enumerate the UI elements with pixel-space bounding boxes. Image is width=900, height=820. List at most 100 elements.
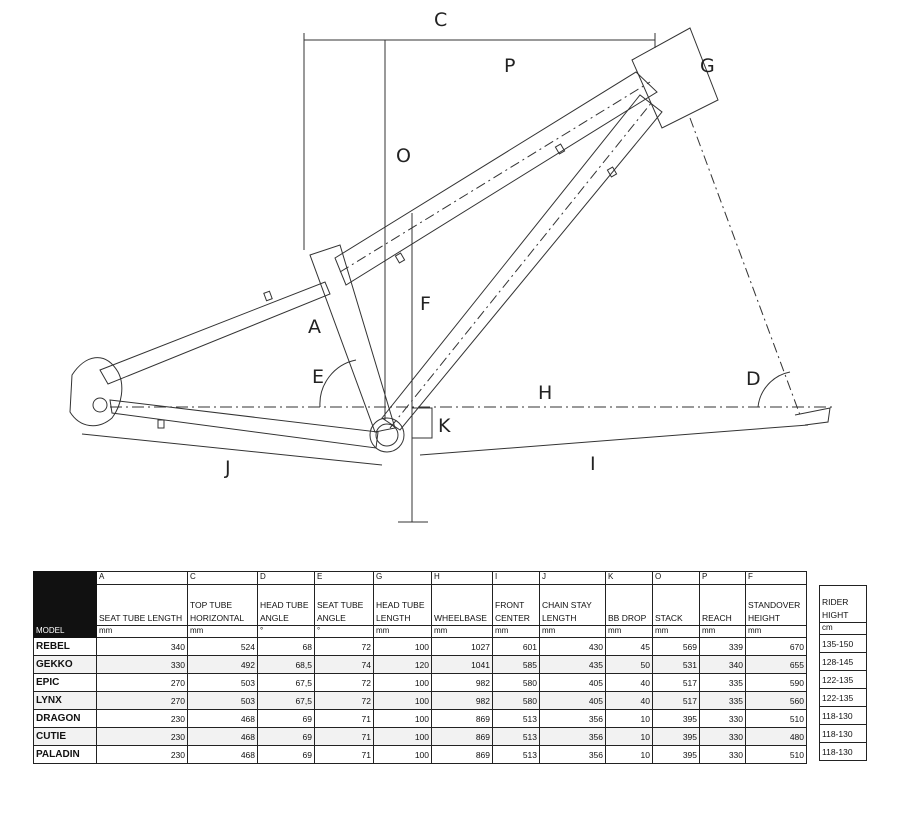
table-cell: 430 <box>539 637 606 656</box>
unit-cell: ° <box>314 625 374 638</box>
label-d: D <box>746 368 761 390</box>
table-cell: 480 <box>745 727 807 746</box>
table-cell: 270 <box>96 673 188 692</box>
table-cell: 71 <box>314 709 374 728</box>
letter-cell: I <box>492 571 540 585</box>
label-f: F <box>420 293 431 315</box>
rider-row: 128-145 <box>819 652 867 671</box>
letter-cell: F <box>745 571 807 585</box>
table-cell: 330 <box>699 727 746 746</box>
table-cell: 468 <box>187 727 258 746</box>
table-cell: 230 <box>96 745 188 764</box>
table-cell: 503 <box>187 691 258 710</box>
head-tube <box>631 27 719 129</box>
table-cell: 531 <box>652 655 700 674</box>
table-cell: 330 <box>699 709 746 728</box>
model-name: LYNX <box>33 691 97 710</box>
label-j: J <box>224 457 231 479</box>
unit-cell: mm <box>539 625 606 638</box>
table-cell: 339 <box>699 637 746 656</box>
unit-cell: mm <box>492 625 540 638</box>
unit-cell: mm <box>373 625 432 638</box>
table-cell: 100 <box>373 691 432 710</box>
table-cell: 580 <box>492 691 540 710</box>
table-cell: 10 <box>605 727 653 746</box>
header-row: SEAT TUBE LENGTH TOP TUBE HORIZONTAL HEA… <box>34 584 807 626</box>
column-header: CHAIN STAY LENGTH <box>539 584 606 626</box>
rear-dropout <box>69 357 123 427</box>
table-cell: 356 <box>539 745 606 764</box>
table-cell: 50 <box>605 655 653 674</box>
table-cell: 1041 <box>431 655 493 674</box>
table-cell: 67,5 <box>257 673 315 692</box>
model-name: EPIC <box>33 673 97 692</box>
bottom-bracket <box>369 417 405 453</box>
letter-cell: C <box>187 571 258 585</box>
dim-j-line <box>81 433 383 466</box>
rider-height-cell: 118-130 <box>819 724 867 743</box>
table-cell: 69 <box>257 709 315 728</box>
table-cell: 517 <box>652 673 700 692</box>
column-header: SEAT TUBE ANGLE <box>314 584 374 626</box>
column-header: REACH <box>699 584 746 626</box>
table-cell: 68 <box>257 637 315 656</box>
column-header: STACK <box>652 584 700 626</box>
rider-row: 118-130 <box>819 724 867 743</box>
unit-cell: mm <box>699 625 746 638</box>
header-black-cell <box>33 571 97 626</box>
table-cell: 510 <box>745 709 807 728</box>
table-cell: 395 <box>652 709 700 728</box>
rider-unit-row: cm <box>819 622 867 635</box>
table-cell: 517 <box>652 691 700 710</box>
table-cell: 71 <box>314 745 374 764</box>
unit-cell: mm <box>605 625 653 638</box>
label-a: A <box>308 316 321 338</box>
table-cell: 560 <box>745 691 807 710</box>
seat-tube <box>309 244 396 433</box>
table-cell: 330 <box>96 655 188 674</box>
fork-axis <box>689 117 801 416</box>
table-cell: 982 <box>431 673 493 692</box>
table-cell: 69 <box>257 745 315 764</box>
table-cell: 580 <box>492 673 540 692</box>
table-cell: 335 <box>699 691 746 710</box>
boss <box>554 143 566 155</box>
table-cell: 1027 <box>431 637 493 656</box>
rider-row: 122-135 <box>819 688 867 707</box>
unit-cell: mm <box>431 625 493 638</box>
label-p: P <box>504 55 515 77</box>
table-cell: 72 <box>314 673 374 692</box>
table-cell: 100 <box>373 709 432 728</box>
model-name: REBEL <box>33 637 97 656</box>
rider-height-cell: 118-130 <box>819 742 867 761</box>
table-cell: 10 <box>605 709 653 728</box>
bike-frame-diagram: C P G O F A E H D K J I <box>69 9 835 523</box>
front-axle-block <box>794 407 831 426</box>
letter-row: A C D E G H I J K O P F <box>33 571 807 626</box>
table-cell: 45 <box>605 637 653 656</box>
table-cell: 100 <box>373 745 432 764</box>
table-cell: 74 <box>314 655 374 674</box>
table-cell: 405 <box>539 691 606 710</box>
unit-row: MODEL mm mm ° ° mm mm mm mm mm mm mm mm <box>33 625 807 638</box>
table-cell: 503 <box>187 673 258 692</box>
table-cell: 340 <box>699 655 746 674</box>
table-cell: 405 <box>539 673 606 692</box>
model-header: MODEL <box>33 625 97 638</box>
column-header: SEAT TUBE LENGTH <box>96 584 188 626</box>
table-cell: 120 <box>373 655 432 674</box>
rear-axle <box>92 397 108 413</box>
table-cell: 72 <box>314 691 374 710</box>
unit-cell: mm <box>745 625 807 638</box>
rider-header-row: RIDER HIGHT <box>819 585 867 623</box>
model-name: CUTIE <box>33 727 97 746</box>
table-cell: 335 <box>699 673 746 692</box>
table-cell: 569 <box>652 637 700 656</box>
geometry-table: A C D E G H I J K O P F SEAT TUBE LENGTH… <box>33 571 807 764</box>
